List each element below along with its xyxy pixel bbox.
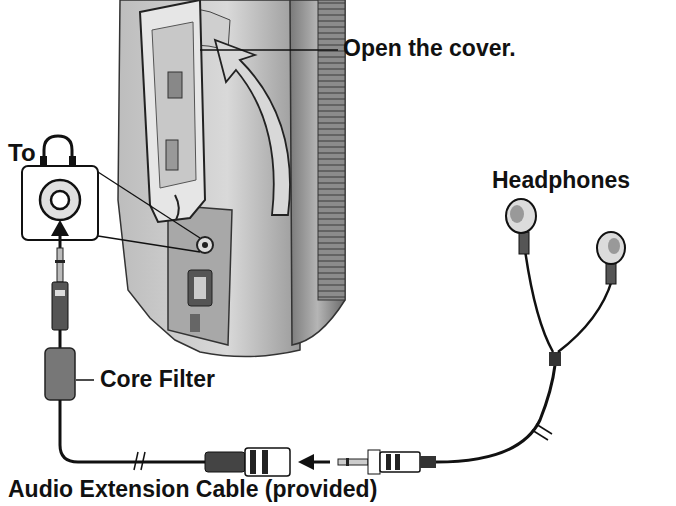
callout-label: Open the cover. — [343, 36, 516, 61]
leader-line — [76, 379, 94, 381]
headphone-symbol — [44, 136, 72, 164]
open-arrow — [215, 40, 290, 215]
extension-cable — [45, 248, 290, 476]
jack-inset — [22, 166, 200, 252]
part-label: Core Filter — [100, 367, 215, 392]
leader-line — [200, 49, 338, 51]
headphones — [338, 199, 625, 474]
jack-label: To — [8, 140, 36, 166]
jack-cover — [140, 0, 205, 222]
camcorder-body — [118, 0, 345, 357]
part-label: Headphones — [492, 168, 630, 193]
part-label: Audio Extension Cable (provided) — [8, 477, 377, 502]
